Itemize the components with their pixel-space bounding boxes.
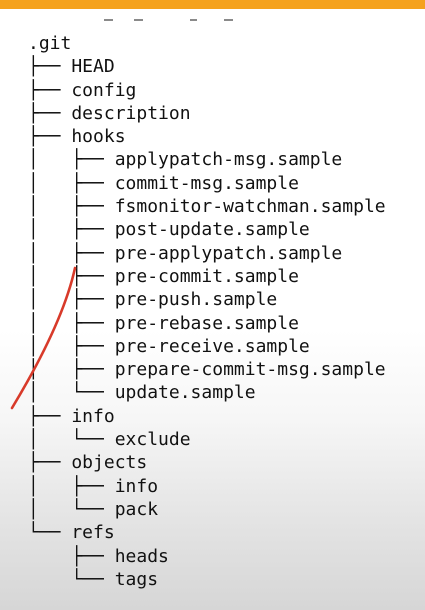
tree-entry-pre-commit-sample: │ ├── pre-commit.sample [28,265,299,287]
tree-entry-objects: ├── objects [28,452,148,474]
tree-entry-tags: └── tags [28,568,159,590]
tree-entry-exclude: │ └── exclude [28,429,191,451]
cropped-text-fragment [0,9,425,31]
tree-root: .git [28,33,72,54]
tree-entry-applypatch-msg-sample: │ ├── applypatch-msg.sample [28,149,343,171]
cropped-glyph [104,19,113,21]
tree-entry-commit-msg-sample: │ ├── commit-msg.sample [28,172,299,194]
tree-entry-heads: ├── heads [28,545,169,567]
tree-entry-config: ├── config [28,79,137,101]
tree-entry-pre-applypatch-sample: │ ├── pre-applypatch.sample [28,242,343,264]
tree-entry-pack: │ └── pack [28,498,159,520]
tree-entry-fsmonitor-watchman-sample: │ ├── fsmonitor-watchman.sample [28,196,386,218]
cropped-glyph [224,19,233,21]
tree-entry-hooks: ├── hooks [28,126,126,148]
tree-entry-objects-info: │ ├── info [28,475,159,497]
tree-entry-update-sample: │ └── update.sample [28,382,256,404]
tree-entry-pre-rebase-sample: │ ├── pre-rebase.sample [28,312,299,334]
tree-entry-info: ├── info [28,405,115,427]
window-accent-bar [0,0,425,9]
cropped-glyph [134,19,143,21]
tree-entry-refs: └── refs [28,522,115,544]
cropped-glyph [190,19,197,21]
tree-entry-pre-push-sample: │ ├── pre-push.sample [28,289,278,311]
tree-entry-post-update-sample: │ ├── post-update.sample [28,219,310,241]
tree-entry-pre-receive-sample: │ ├── pre-receive.sample [28,335,310,357]
directory-tree: .git ├── HEAD ├── config ├── description… [28,32,386,591]
tree-entry-prepare-commit-msg-sample: │ ├── prepare-commit-msg.sample [28,359,386,381]
tree-entry-description: ├── description [28,102,191,124]
tree-entry-head: ├── HEAD [28,56,115,78]
